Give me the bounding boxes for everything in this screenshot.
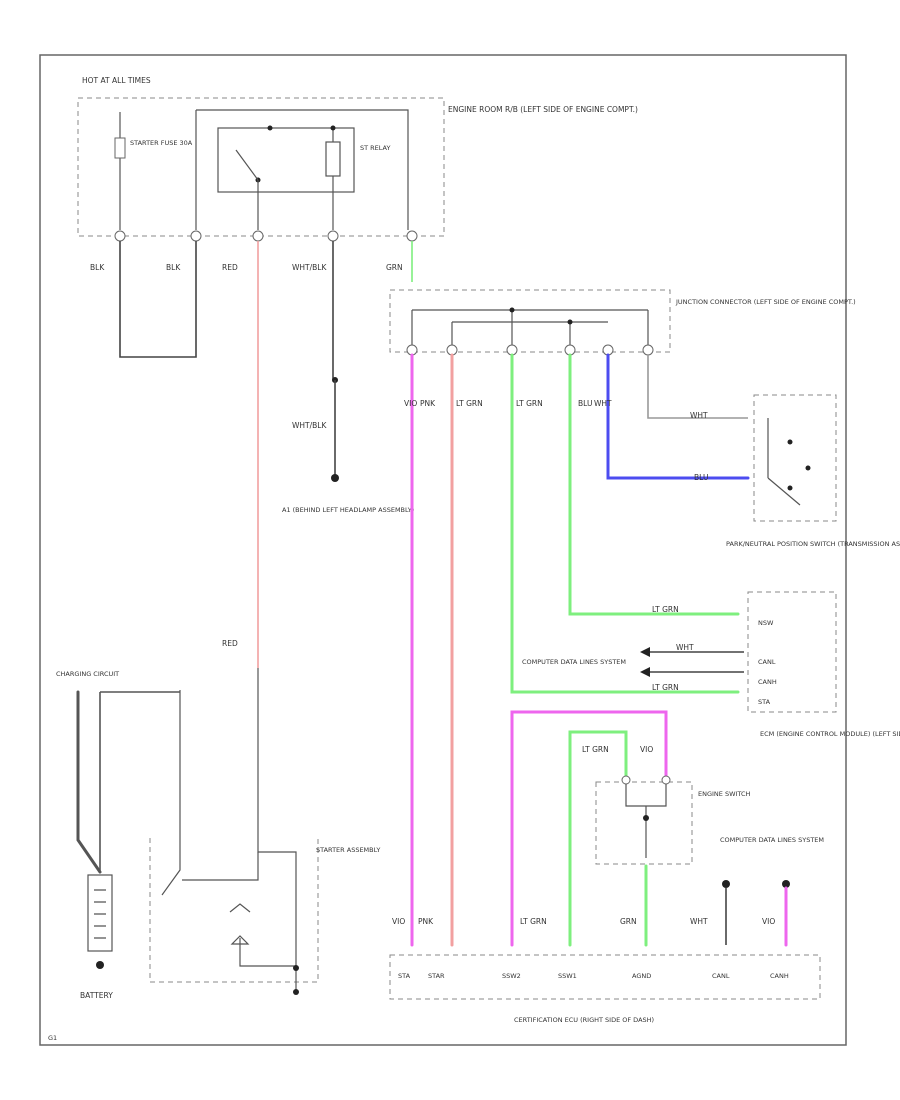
wire-label-lt-grn-3: LT GRN	[652, 605, 679, 614]
starter-fuse-label: STARTER FUSE 30A	[130, 139, 193, 147]
junction-connector: JUNCTION CONNECTOR (LEFT SIDE OF ENGINE …	[389, 289, 856, 356]
cert-ecu-title: CERTIFICATION ECU (RIGHT SIDE OF DASH)	[514, 1016, 654, 1024]
cert-pin-star: STAR	[428, 972, 445, 980]
ecm-pin-canh: CANH	[758, 678, 777, 686]
wire-label-wht-blk-1: WHT/BLK	[292, 263, 327, 272]
wire-label-vio: VIO	[404, 399, 417, 408]
certification-ecu: STA STAR SSW2 SSW1 AGND CANL CANH CERTIF…	[389, 954, 821, 1024]
wire-label-red-2: RED	[222, 639, 238, 648]
wire-label-lt-grn-2: LT GRN	[516, 399, 543, 408]
wire-label-lt-grn-1: LT GRN	[456, 399, 483, 408]
ecm-pin-sta: STA	[758, 698, 771, 706]
lt-grn-wire-engine-switch	[568, 730, 628, 947]
fuse-block: HOT AT ALL TIMES STARTER FUSE 30A	[77, 76, 445, 237]
starter-assembly: STARTER ASSEMBLY	[149, 668, 380, 995]
wire-label-pnk: PNK	[420, 399, 436, 408]
pnp-switch-title: PARK/NEUTRAL POSITION SWITCH (TRANSMISSI…	[726, 540, 900, 548]
footer-code: G1	[48, 1034, 57, 1042]
rb-connectors	[114, 230, 418, 242]
wire-label-blk-2: BLK	[166, 263, 181, 272]
cdl-system-title: COMPUTER DATA LINES SYSTEM	[522, 658, 626, 666]
wire-label-blk-1: BLK	[90, 263, 105, 272]
engine-room-rb-title: ENGINE ROOM R/B (LEFT SIDE OF ENGINE COM…	[448, 105, 638, 114]
wire-label-vio-3: VIO	[392, 917, 405, 926]
battery-title: BATTERY	[80, 991, 113, 1000]
wire-label-blu: BLU	[578, 399, 592, 408]
engine-switch: ENGINE SWITCH	[595, 775, 751, 865]
wire-label-grn-2: GRN	[620, 917, 637, 926]
pnk-wire-engine-switch	[510, 710, 668, 947]
cert-pin-agnd: AGND	[632, 972, 651, 980]
wire-label-grn-1: GRN	[386, 263, 403, 272]
wht-wire-pnp	[647, 355, 748, 419]
cert-pin-ssw1: SSW1	[558, 972, 577, 980]
wire-label-wht-blk-2: WHT/BLK	[292, 421, 327, 430]
blu-wire	[606, 353, 750, 480]
junction-connector-title: JUNCTION CONNECTOR (LEFT SIDE OF ENGINE …	[675, 298, 856, 306]
blk-wire-loop	[119, 241, 197, 358]
st-relay: ENGINE ROOM R/B (LEFT SIDE OF ENGINE COM…	[217, 105, 638, 230]
wire-label-wht-1: WHT	[594, 399, 612, 408]
charging-title: CHARGING CIRCUIT	[56, 670, 119, 678]
ecm: NSW CANL CANH STA ECM (ENGINE CONTROL MO…	[747, 591, 900, 738]
wire-label-pnk-2: PNK	[418, 917, 434, 926]
battery: BATTERY	[80, 874, 113, 1000]
wire-label-vio-2: VIO	[640, 745, 653, 754]
wire-label-wht-2: WHT	[690, 411, 708, 420]
wire-label-lt-grn-6: LT GRN	[520, 917, 547, 926]
ground-point-label: A1 (BEHIND LEFT HEADLAMP ASSEMBLY)	[282, 506, 414, 514]
wire-label-wht-4: WHT	[690, 917, 708, 926]
starter-title: STARTER ASSEMBLY	[316, 846, 380, 854]
cert-pin-canh: CANH	[770, 972, 789, 980]
fuse-block-title: HOT AT ALL TIMES	[82, 76, 151, 85]
st-relay-label: ST RELAY	[360, 144, 390, 152]
wire-label-wht-3: WHT	[676, 643, 694, 652]
wire-label-blu-2: BLU	[694, 473, 708, 482]
charging-circuit: CHARGING CIRCUIT	[56, 670, 180, 874]
ecm-title: ECM (ENGINE CONTROL MODULE) (LEFT SIDE O…	[760, 730, 900, 738]
diagram-frame	[39, 54, 847, 1046]
cdl-system-2-title: COMPUTER DATA LINES SYSTEM	[720, 836, 824, 844]
lt-grn-wire-nsw	[568, 353, 740, 616]
lt-grn-wire-ecm-sta	[510, 353, 740, 694]
wire-label-lt-grn-4: LT GRN	[652, 683, 679, 692]
engine-switch-title: ENGINE SWITCH	[698, 790, 751, 798]
cert-pin-sta: STA	[398, 972, 411, 980]
cert-pin-canl: CANL	[712, 972, 730, 980]
wire-label-vio-4: VIO	[762, 917, 775, 926]
wire-label-lt-grn-5: LT GRN	[582, 745, 609, 754]
pnp-switch: PARK/NEUTRAL POSITION SWITCH (TRANSMISSI…	[726, 394, 900, 548]
ecm-pin-canl: CANL	[758, 658, 776, 666]
wire-label-red-1: RED	[222, 263, 238, 272]
ecm-pin-nsw: NSW	[758, 619, 774, 627]
cert-pin-ssw2: SSW2	[502, 972, 521, 980]
